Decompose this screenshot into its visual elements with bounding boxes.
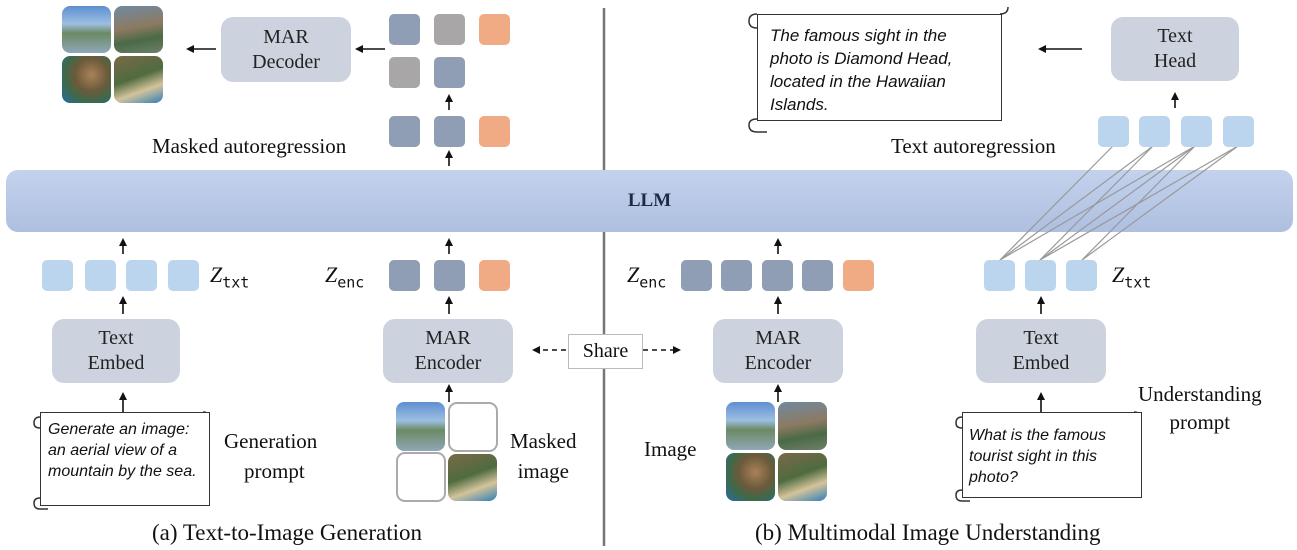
- token-enc: [389, 116, 420, 147]
- text-embed-line2: Embed: [87, 352, 145, 374]
- label-line2: image: [517, 459, 569, 483]
- token-enc: [762, 260, 793, 291]
- caption-right: (b) Multimodal Image Understanding: [755, 520, 1101, 545]
- answer-text: The famous sight in the photo is Diamond…: [770, 26, 953, 114]
- token-enc: [389, 14, 420, 45]
- token-enc: [434, 260, 465, 291]
- token-enc: [434, 57, 465, 88]
- token-enc: [389, 260, 420, 291]
- label-line2: prompt: [244, 459, 305, 483]
- masked-image-label: Masked image: [510, 426, 577, 486]
- encoder-line1: MAR: [425, 327, 471, 349]
- mar-encoder-box-left: MAR Encoder: [383, 319, 513, 383]
- photo-tile-icon: [114, 6, 163, 53]
- z-base: Z: [210, 262, 223, 287]
- autoregression-connectors: [999, 145, 1239, 261]
- photo-tile-icon: [778, 402, 827, 450]
- decoder-line2: Decoder: [252, 50, 320, 73]
- token-text: [1025, 260, 1056, 291]
- text-head-line1: Text: [1157, 25, 1193, 47]
- token-text: [42, 260, 73, 291]
- z-txt-label-left: Ztxt: [210, 262, 249, 291]
- label-line2: prompt: [1169, 410, 1231, 434]
- photo-tile-icon: [62, 6, 111, 53]
- token-text: [1181, 116, 1212, 147]
- encoder-line2: Encoder: [414, 352, 482, 374]
- understanding-prompt-label: Understanding prompt: [1138, 380, 1262, 436]
- question-text: What is the famous tourist sight in this…: [969, 427, 1106, 486]
- mar-decoder-box: MAR Decoder: [221, 17, 351, 82]
- z-sub: txt: [1124, 273, 1152, 292]
- token-enc: [434, 116, 465, 147]
- token-text: [85, 260, 116, 291]
- token-enc: [802, 260, 833, 291]
- label-line1: Understanding: [1138, 382, 1262, 406]
- token-orange: [479, 14, 510, 45]
- text-head-box: Text Head: [1111, 17, 1239, 81]
- token-text: [1066, 260, 1097, 291]
- photo-tile-icon: [726, 402, 775, 450]
- z-enc-label-left: Zenc: [325, 262, 364, 291]
- generation-prompt-label: Generation prompt: [224, 426, 317, 486]
- z-sub: enc: [639, 273, 667, 292]
- encoder-line1: MAR: [755, 327, 801, 349]
- text-autoregression-label: Text autoregression: [891, 134, 1056, 158]
- z-base: Z: [627, 262, 640, 287]
- llm-label: LLM: [627, 190, 672, 211]
- text-head-line2: Head: [1153, 50, 1197, 72]
- z-enc-label-right: Zenc: [627, 262, 666, 291]
- understanding-prompt-scroll: What is the famous tourist sight in this…: [962, 412, 1142, 498]
- text-embed-box-right: Text Embed: [976, 319, 1106, 383]
- left-arrows: [119, 45, 453, 412]
- share-label: Share: [568, 334, 643, 369]
- token-text: [1223, 116, 1254, 147]
- token-text: [1139, 116, 1170, 147]
- token-text: [126, 260, 157, 291]
- photo-tile-icon: [114, 56, 163, 103]
- llm-band: LLM: [6, 170, 1293, 232]
- label-line1: Masked: [510, 429, 577, 453]
- photo-tile-icon: [396, 402, 445, 451]
- token-mask: [389, 57, 420, 88]
- token-text: [984, 260, 1015, 291]
- token-orange: [479, 116, 510, 147]
- decoder-line1: MAR: [263, 25, 309, 48]
- caption-left: (a) Text-to-Image Generation: [152, 520, 423, 545]
- token-orange: [843, 260, 874, 291]
- token-enc: [681, 260, 712, 291]
- text-embed-line1: Text: [98, 327, 134, 349]
- z-sub: enc: [337, 273, 365, 292]
- token-text: [168, 260, 199, 291]
- text-embed-box-left: Text Embed: [52, 319, 180, 383]
- z-base: Z: [1112, 262, 1125, 287]
- photo-tile-icon: [62, 56, 111, 103]
- masked-autoregression-label: Masked autoregression: [152, 134, 347, 158]
- photo-tile-icon: [448, 454, 497, 501]
- generation-prompt-text: Generate an image: an aerial view of a m…: [48, 421, 197, 480]
- z-sub: txt: [222, 273, 250, 292]
- photo-tile-icon: [726, 453, 775, 501]
- token-mask: [434, 14, 465, 45]
- label-line1: Generation: [224, 429, 318, 453]
- image-label: Image: [644, 437, 697, 461]
- right-arrows: [774, 45, 1179, 412]
- token-enc: [721, 260, 752, 291]
- z-base: Z: [325, 262, 338, 287]
- answer-scroll-icon: [748, 6, 1009, 133]
- z-txt-label-right: Ztxt: [1112, 262, 1151, 291]
- text-embed-line2: Embed: [1012, 352, 1070, 374]
- answer-scroll: The famous sight in the photo is Diamond…: [757, 14, 1002, 121]
- masked-tile: [448, 402, 498, 452]
- token-text: [1098, 116, 1129, 147]
- llm-band-shape: [6, 170, 1293, 232]
- mar-encoder-box-right: MAR Encoder: [713, 319, 843, 383]
- generation-prompt-scroll: Generate an image: an aerial view of a m…: [40, 412, 210, 506]
- text-embed-line1: Text: [1023, 327, 1059, 349]
- encoder-line2: Encoder: [744, 352, 812, 374]
- photo-tile-icon: [778, 453, 827, 501]
- masked-tile: [396, 452, 446, 502]
- token-orange: [479, 260, 510, 291]
